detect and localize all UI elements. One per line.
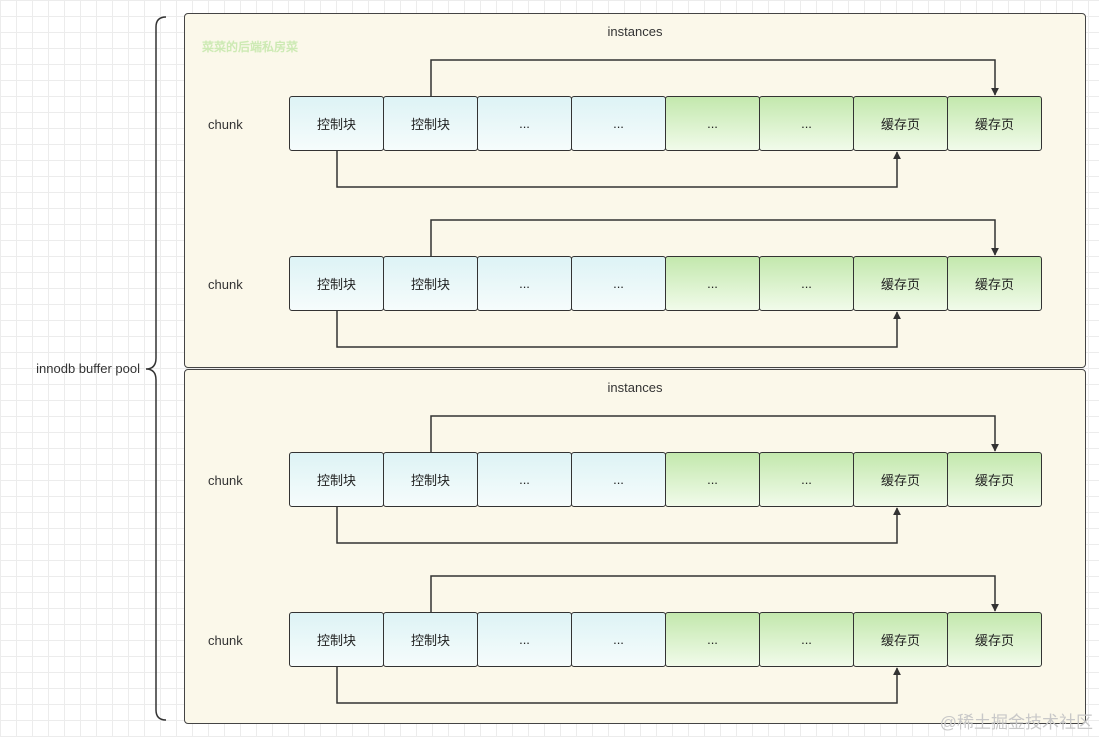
chunk-label: chunk bbox=[208, 633, 243, 648]
control-block-cell: 控制块 bbox=[289, 256, 384, 311]
instance-box: 菜菜的后端私房菜 instances chunk chunk bbox=[184, 13, 1086, 368]
cache-page-cell: ... bbox=[665, 256, 760, 311]
control-block-cell: ... bbox=[477, 452, 572, 507]
cache-page-cell: ... bbox=[759, 612, 854, 667]
cache-page-cell: ... bbox=[759, 96, 854, 151]
cache-page-cell: 缓存页 bbox=[947, 96, 1042, 151]
pool-brace bbox=[145, 16, 167, 721]
control-block-cell: 控制块 bbox=[289, 452, 384, 507]
cache-page-cell: ... bbox=[665, 96, 760, 151]
cache-page-cell: ... bbox=[665, 452, 760, 507]
chunk-label: chunk bbox=[208, 473, 243, 488]
cache-page-cell: 缓存页 bbox=[853, 612, 948, 667]
author-note: 菜菜的后端私房菜 bbox=[202, 40, 299, 54]
control-block-cell: 控制块 bbox=[383, 452, 478, 507]
cache-page-cell: 缓存页 bbox=[947, 256, 1042, 311]
control-block-cell: 控制块 bbox=[289, 612, 384, 667]
buffer-pool-label: innodb buffer pool bbox=[36, 361, 140, 376]
cache-page-cell: 缓存页 bbox=[947, 612, 1042, 667]
instance-label: instances bbox=[607, 380, 663, 395]
control-block-cell: ... bbox=[477, 612, 572, 667]
footer-watermark: @稀土掘金技术社区 bbox=[939, 713, 1093, 732]
control-block-cell: 控制块 bbox=[289, 96, 384, 151]
cache-page-cell: 缓存页 bbox=[853, 452, 948, 507]
cache-page-cell: ... bbox=[759, 452, 854, 507]
control-block-cell: ... bbox=[571, 256, 666, 311]
control-block-cell: ... bbox=[571, 612, 666, 667]
instance-box: instances chunk chunk bbox=[184, 369, 1086, 724]
control-block-cell: ... bbox=[571, 452, 666, 507]
cache-page-cell: ... bbox=[759, 256, 854, 311]
control-block-cell: 控制块 bbox=[383, 612, 478, 667]
control-block-cell: ... bbox=[477, 256, 572, 311]
cache-page-cell: 缓存页 bbox=[947, 452, 1042, 507]
chunk-label: chunk bbox=[208, 117, 243, 132]
cache-page-cell: ... bbox=[665, 612, 760, 667]
cache-page-cell: 缓存页 bbox=[853, 256, 948, 311]
control-block-cell: 控制块 bbox=[383, 256, 478, 311]
instance-label: instances bbox=[607, 24, 663, 39]
control-block-cell: ... bbox=[571, 96, 666, 151]
control-block-cell: ... bbox=[477, 96, 572, 151]
chunk-label: chunk bbox=[208, 277, 243, 292]
control-block-cell: 控制块 bbox=[383, 96, 478, 151]
cache-page-cell: 缓存页 bbox=[853, 96, 948, 151]
